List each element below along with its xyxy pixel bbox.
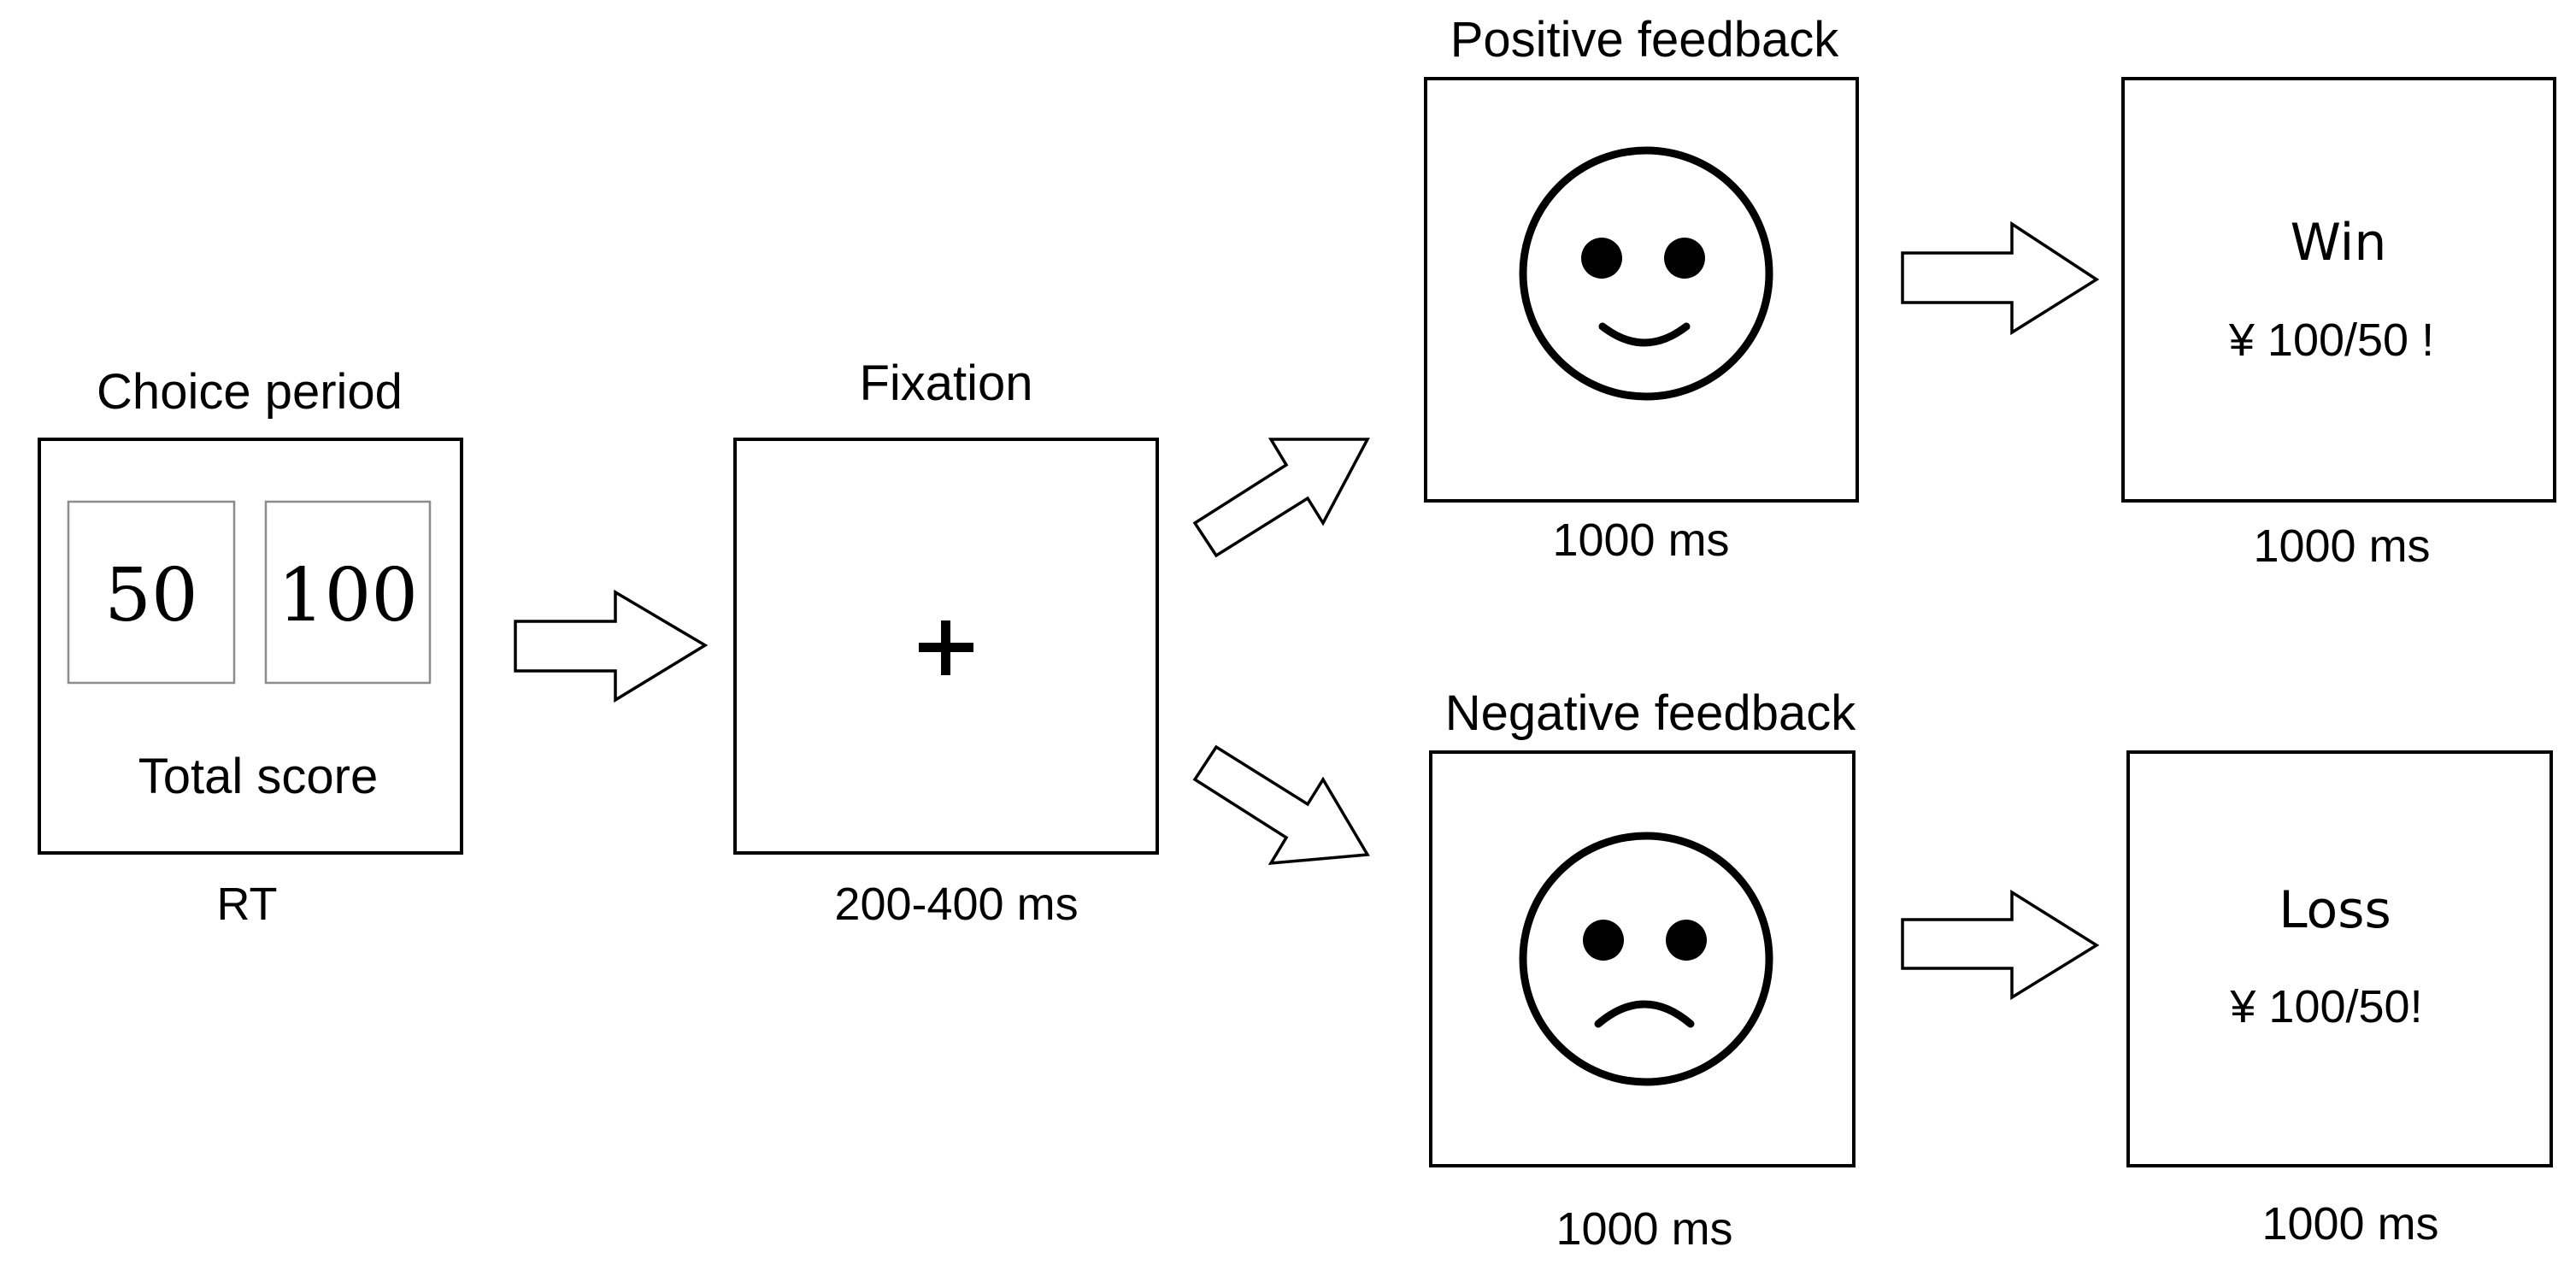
arrow-down-right-icon (1192, 744, 1370, 866)
loss-label: Loss (2279, 880, 2391, 940)
choice-period-stage: Choice period 50 100 Total score RT (38, 364, 463, 930)
arrow-right-icon (514, 589, 709, 703)
smiley-face-icon (1519, 146, 1773, 401)
positive-feedback-stage: Positive feedback 1000 ms (1424, 12, 1859, 566)
frowning-face-icon (1519, 832, 1773, 1086)
negative-feedback-title: Negative feedback (1445, 685, 1856, 741)
win-outcome-stage: Win ¥ 100/50 ! 1000 ms (2121, 77, 2556, 572)
choice-period-timing: RT (216, 879, 277, 930)
win-amount: ¥ 100/50 ! (2228, 315, 2434, 366)
option-card-right (264, 500, 432, 685)
option-right-value: 100 (278, 553, 418, 638)
choice-period-title: Choice period (97, 364, 403, 420)
win-label: Win (2291, 213, 2387, 273)
arrow-right-icon (1901, 889, 2100, 1001)
arrow-up-right-icon (1192, 438, 1370, 558)
loss-amount: ¥ 100/50! (2229, 981, 2422, 1032)
positive-feedback-timing: 1000 ms (1552, 515, 1729, 566)
win-outcome-screen (2121, 77, 2556, 503)
fixation-stage: Fixation 200-400 ms (733, 356, 1159, 930)
negative-feedback-timing: 1000 ms (1556, 1203, 1732, 1255)
fixation-title: Fixation (859, 356, 1032, 411)
total-score-label: Total score (138, 749, 378, 804)
win-outcome-timing: 1000 ms (2253, 520, 2430, 572)
arrow-right-icon (1901, 221, 2100, 336)
fixation-cross-icon (919, 620, 973, 675)
positive-feedback-title: Positive feedback (1450, 12, 1840, 68)
fixation-timing: 200-400 ms (834, 879, 1078, 930)
loss-outcome-stage: Loss ¥ 100/50! 1000 ms (2126, 750, 2553, 1250)
loss-outcome-screen (2126, 750, 2553, 1167)
negative-feedback-stage: Negative feedback 1000 ms (1429, 685, 1856, 1255)
option-card-left (67, 500, 236, 685)
loss-outcome-timing: 1000 ms (2261, 1198, 2438, 1250)
option-left-value: 50 (104, 553, 197, 638)
